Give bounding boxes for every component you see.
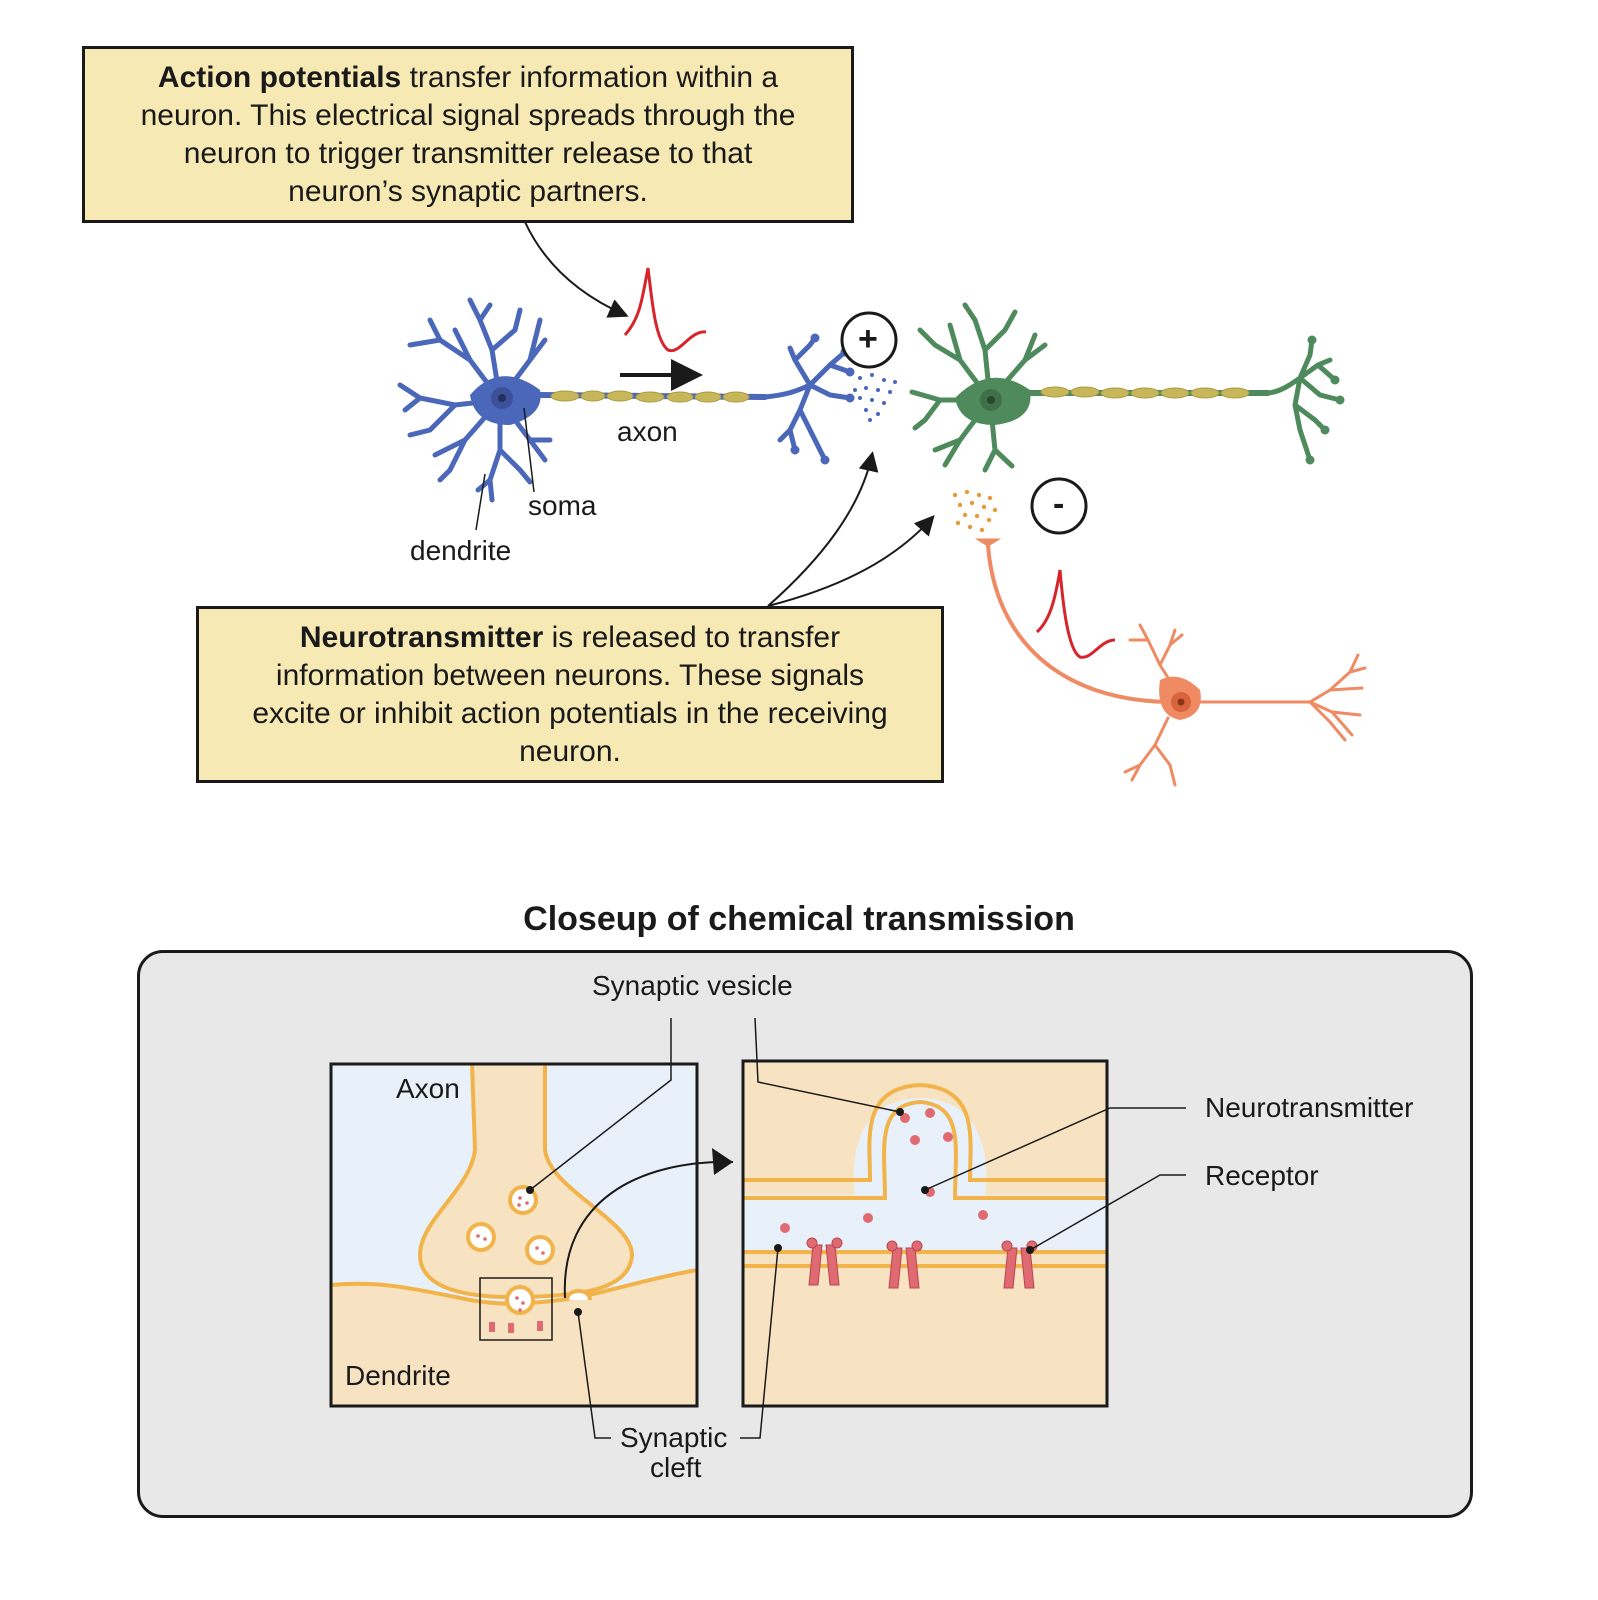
blue-neuron <box>397 297 855 503</box>
closeup-title: Closeup of chemical transmission <box>523 900 1075 938</box>
receptor-label: Receptor <box>1205 1160 1319 1191</box>
synaptic-cleft-label-line2: cleft <box>650 1452 702 1483</box>
axon-label: axon <box>617 416 678 447</box>
neurotransmitter-info-box: Neurotransmitter is released to transfer… <box>196 606 944 783</box>
myelin-sheath-green <box>1040 386 1250 399</box>
neurotransmitter-molecules <box>780 1108 988 1233</box>
synaptic-vesicle-label: Synaptic vesicle <box>592 970 793 1001</box>
zoom-arrow <box>563 1160 734 1299</box>
action-potential-spike-icon <box>623 267 707 353</box>
axon-region-label: Axon <box>396 1073 460 1104</box>
dendrite-label: dendrite <box>410 535 512 566</box>
neurotransmitter-label: Neurotransmitter <box>1205 1092 1414 1123</box>
myelin-sheath-blue <box>550 390 750 403</box>
inhibitory-transmitter-dots <box>952 489 998 533</box>
leader-lines <box>529 1017 1186 1439</box>
excitatory-transmitter-dots <box>853 373 897 422</box>
action-potential-info-box: Action potentials transfer information w… <box>82 46 854 223</box>
inhibitory-sign: - <box>1053 485 1065 523</box>
action-potential-pointer <box>524 221 629 318</box>
synapse-overview-panel <box>329 1062 699 1408</box>
dendrite-region-label: Dendrite <box>345 1360 451 1391</box>
soma-label: soma <box>528 490 597 521</box>
neurotransmitter-pointer-2 <box>767 515 935 607</box>
orange-neuron <box>974 538 1367 787</box>
neurotransmitter-pointer-1 <box>767 451 879 607</box>
action-potential-text: Action potentials transfer information w… <box>140 60 796 208</box>
action-potential-spike-icon-2 <box>1035 569 1116 659</box>
excitatory-sign-circle <box>840 311 898 369</box>
inhibitory-sign-circle <box>1030 477 1088 535</box>
synaptic-cleft-label-line1: Synaptic <box>620 1422 728 1453</box>
neurotransmitter-text: Neurotransmitter is released to transfer… <box>252 620 888 768</box>
synapse-zoom-panel <box>741 1059 1109 1408</box>
excitatory-sign: + <box>858 320 878 358</box>
